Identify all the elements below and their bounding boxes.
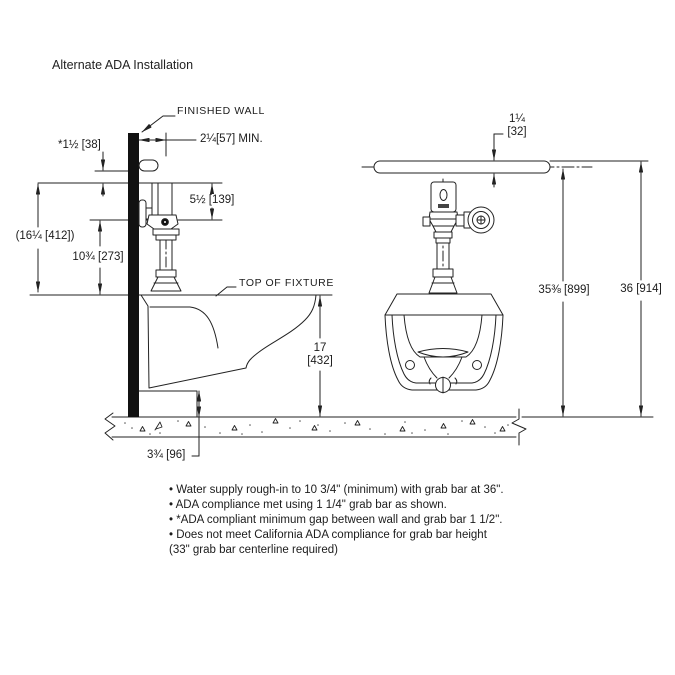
dim-wall-to-bar-gap: *1½ [38] — [58, 139, 101, 151]
dim-bar-diameter: 1¼ [32] — [507, 113, 526, 139]
floor-break-right — [511, 408, 527, 446]
dim-fixture-height: 17 [432] — [304, 342, 336, 368]
side-view-dimension-lines — [35, 137, 323, 457]
sensor-window — [439, 189, 448, 201]
grab-bar-side-view — [138, 159, 159, 172]
dim-bar-diameter-mm: [32] — [507, 126, 527, 138]
side-view-extension-lines — [29, 132, 333, 296]
drawing-title: Alternate ADA Installation — [52, 58, 194, 72]
dim-fixture-height-mm: [432] — [307, 355, 333, 367]
drain-screw — [428, 376, 458, 394]
toilet-side-view — [138, 294, 317, 418]
dim-valve-height: 5½ [139] — [186, 194, 238, 207]
note-line: • ADA compliance met using 1 1/4" grab b… — [169, 499, 447, 511]
dim-valve-to-fixture: 10¾ [273] — [69, 251, 127, 264]
dim-bar-centerline-height: 35⅜ [899] — [535, 284, 593, 297]
fixture-carrier-box — [138, 390, 198, 418]
dim-overall-reference: (16¼ [412]) — [12, 230, 78, 243]
bowl-water-line — [417, 348, 469, 358]
finished-wall-leader — [141, 115, 176, 133]
dim-carrier-height: 3¾ [96] — [147, 449, 186, 461]
flush-valve-front-view — [422, 178, 495, 301]
floor-break-left — [104, 412, 116, 441]
concrete-hatch — [139, 418, 506, 432]
finished-wall-label: FINISHED WALL — [177, 105, 265, 117]
dim-rough-in-min: 2¼[57] MIN. — [200, 133, 263, 145]
top-of-fixture-label: TOP OF FIXTURE — [239, 277, 334, 289]
dim-bar-diameter-in: 1¼ — [509, 113, 525, 125]
toilet-front-view — [384, 293, 504, 394]
grab-bar-front-view — [361, 160, 649, 174]
top-of-fixture-leader — [215, 286, 237, 297]
note-line: (33" grab bar centerline required) — [169, 544, 339, 556]
mounting-hole-right — [472, 360, 482, 370]
dim-fixture-height-in: 17 — [313, 342, 327, 354]
dim-bar-top-height: 36 [914] — [617, 283, 665, 296]
concrete-dots — [124, 420, 509, 435]
installation-notes: • Water supply rough-in to 10 3/4" (mini… — [169, 483, 504, 558]
note-line: • *ADA compliant minimum gap between wal… — [169, 514, 503, 526]
mounting-hole-left — [405, 360, 415, 370]
floor-slab — [104, 408, 654, 446]
front-view-dimension-lines — [491, 133, 644, 417]
flush-valve-side-view — [138, 182, 182, 293]
valve-handle-cap — [467, 206, 495, 234]
note-line: • Does not meet California ADA complianc… — [169, 529, 487, 541]
finished-wall-section — [128, 133, 139, 417]
note-line: • Water supply rough-in to 10 3/4" (mini… — [169, 484, 504, 496]
